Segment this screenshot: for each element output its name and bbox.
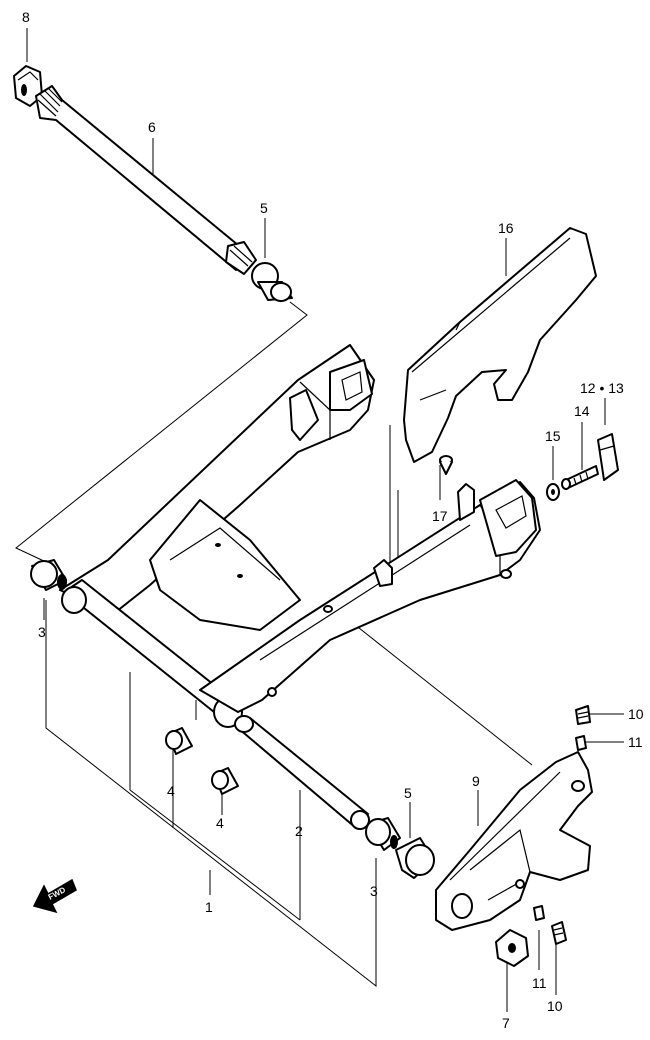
callout-11-bottom: 11 — [532, 975, 547, 991]
callout-10-top: 10 — [628, 706, 644, 722]
callout-12-13: 12 • 13 — [580, 380, 624, 396]
callout-2: 2 — [295, 823, 303, 839]
chain-guard-screw — [439, 455, 453, 475]
callout-15: 15 — [545, 428, 561, 444]
bolt — [561, 465, 599, 490]
chain-case — [435, 751, 593, 931]
fwd-arrow-icon: FWD — [32, 878, 77, 914]
callout-4-b: 4 — [216, 815, 224, 831]
spacer-shaft — [234, 715, 370, 830]
collar-11-top — [575, 735, 587, 751]
callouts: 8 6 5 16 12 • 13 14 15 17 3 10 11 4 5 9 … — [22, 9, 644, 1031]
needle-bearing-b — [211, 767, 239, 795]
bolt-10-bottom — [551, 921, 567, 945]
callout-3-left: 3 — [38, 624, 46, 640]
bearing-left — [30, 559, 67, 591]
chain-guard — [403, 227, 597, 463]
callout-4-a: 4 — [167, 783, 175, 799]
washer — [546, 483, 560, 501]
callout-5-top: 5 — [260, 200, 268, 216]
pivot-spacer-bottom — [395, 837, 435, 879]
pivot-spacer-top — [251, 262, 293, 302]
callout-7: 7 — [502, 1015, 510, 1031]
callout-9: 9 — [472, 773, 480, 789]
collar-11-bottom — [533, 905, 545, 921]
callout-10-bottom: 10 — [547, 998, 563, 1014]
callout-1: 1 — [205, 899, 213, 915]
callout-5-bottom: 5 — [404, 785, 412, 801]
clip-nut — [597, 433, 619, 481]
callout-3-right: 3 — [370, 883, 378, 899]
callout-14: 14 — [574, 403, 590, 419]
swingarm — [59, 344, 541, 728]
bearing-right — [365, 817, 401, 851]
callout-17: 17 — [432, 508, 448, 524]
callout-11-top: 11 — [628, 734, 643, 750]
callout-6: 6 — [148, 119, 156, 135]
needle-bearing-a — [165, 727, 193, 755]
callout-8: 8 — [22, 9, 30, 25]
callout-16: 16 — [498, 220, 514, 236]
leader-lines — [15, 28, 624, 1012]
pivot-shaft — [35, 85, 257, 275]
case-nut — [495, 929, 529, 967]
bolt-10-top — [575, 705, 591, 725]
